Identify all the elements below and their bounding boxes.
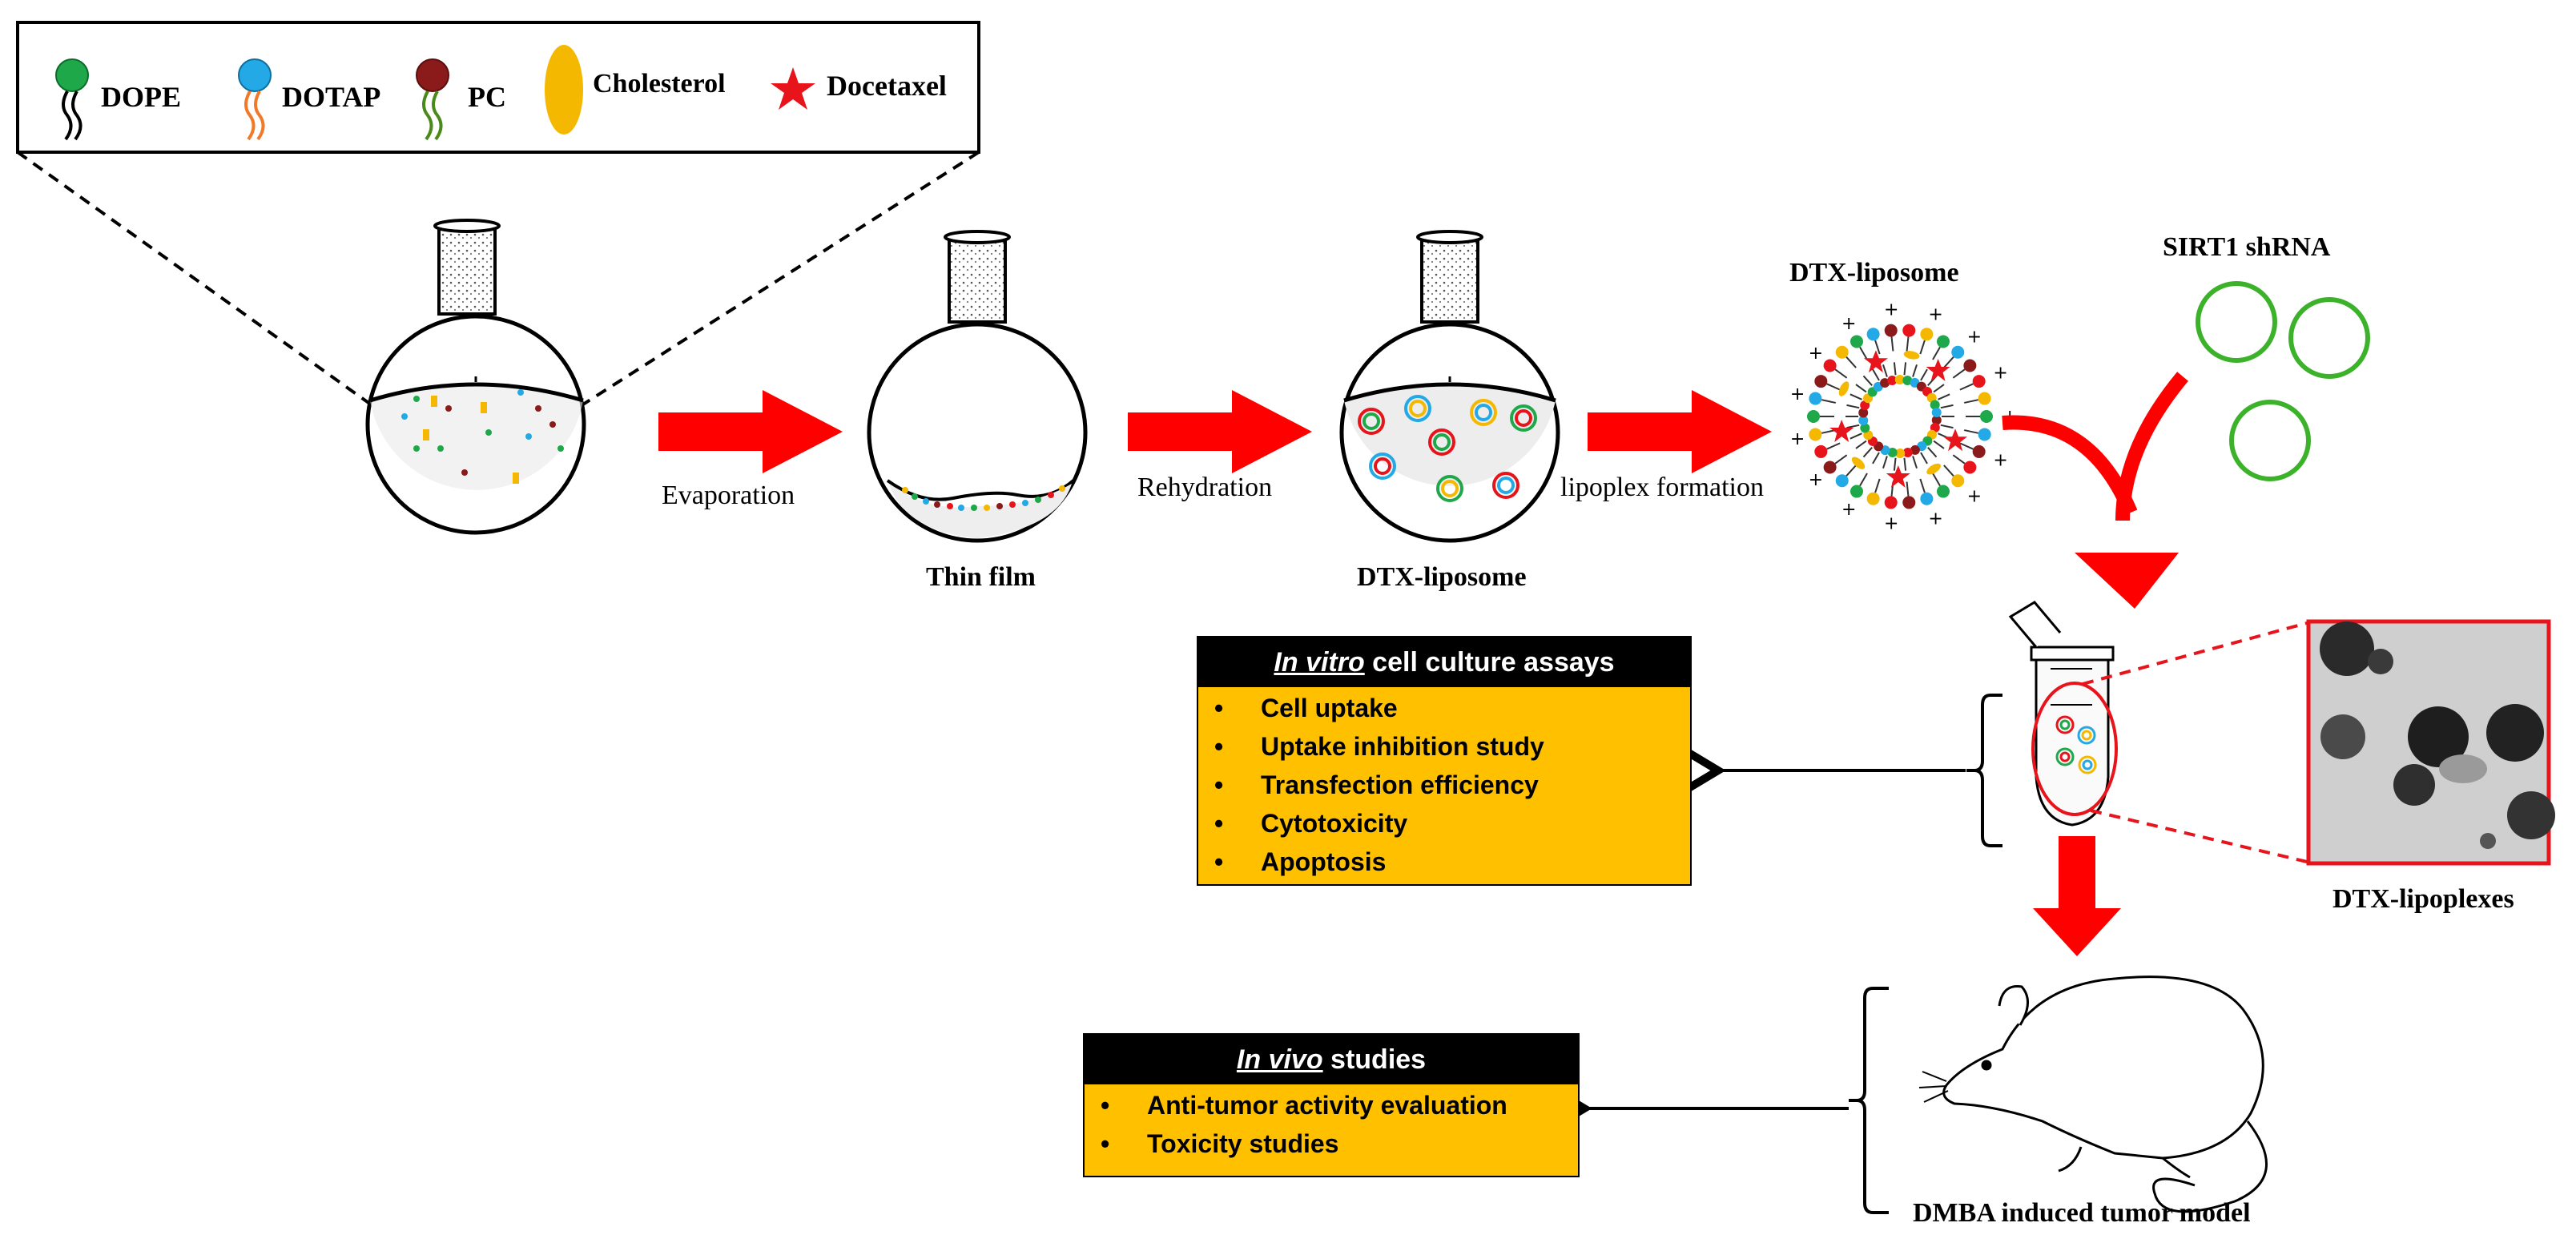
flask-lipid-solution <box>365 219 586 535</box>
mouse-illustration <box>1918 975 2268 1213</box>
svg-text:+: + <box>1967 327 1982 347</box>
in-vitro-title-italic: In vitro <box>1274 647 1365 678</box>
svg-text:+: + <box>1841 500 1856 520</box>
legend-label-dotap: DOTAP <box>282 81 381 113</box>
in-vitro-box: In vitro cell culture assays Cell uptake… <box>1197 636 1692 886</box>
thin-film-label: Thin film <box>926 562 1036 592</box>
in-vivo-title-rest: studies <box>1322 1044 1427 1075</box>
lipoplex-formation-arrow <box>1588 390 1772 473</box>
list-item: Transfection efficiency <box>1198 766 1690 804</box>
list-item: Uptake inhibition study <box>1198 727 1690 766</box>
list-item: Anti-tumor activity evaluation <box>1085 1086 1578 1124</box>
list-item: Cytotoxicity <box>1198 804 1690 843</box>
rehydration-label: Rehydration <box>1137 473 1273 502</box>
list-item: Apoptosis <box>1198 843 1690 881</box>
sirt1-shrna-plasmid-3 <box>2229 400 2311 481</box>
svg-text:+: + <box>1790 384 1805 404</box>
dtx-liposome-top-label: DTX-liposome <box>1789 258 1959 288</box>
in-vitro-brace <box>1966 694 2002 847</box>
svg-text:+: + <box>1993 451 2007 471</box>
dtx-lipoplexes-label: DTX-lipoplexes <box>2332 884 2514 914</box>
in-vivo-brace <box>1849 987 1889 1214</box>
dtx-liposome-flask-label: DTX-liposome <box>1357 562 1527 592</box>
evaporation-label: Evaporation <box>662 481 795 510</box>
docetaxel-star-icon <box>771 67 815 110</box>
zoom-line-top <box>2082 621 2308 686</box>
in-vivo-list: Anti-tumor activity evaluation Toxicity … <box>1085 1084 1578 1176</box>
dmba-tumor-model-label: DMBA induced tumor model <box>1913 1198 2251 1228</box>
legend-zoom-line-left <box>16 151 378 410</box>
in-vitro-title: In vitro cell culture assays <box>1198 638 1690 687</box>
legend-label-cholesterol: Cholesterol <box>593 69 726 99</box>
list-item: Cell uptake <box>1198 689 1690 727</box>
in-vivo-title-italic: In vivo <box>1236 1044 1323 1075</box>
list-item: Toxicity studies <box>1085 1124 1578 1163</box>
svg-text:+: + <box>1809 470 1823 490</box>
sirt1-shrna-label: SIRT1 shRNA <box>2163 232 2331 262</box>
sirt1-shrna-plasmid-1 <box>2196 281 2277 363</box>
legend-label-pc: PC <box>468 81 506 113</box>
svg-text:+: + <box>1809 344 1823 364</box>
liposome-to-tube-arrow <box>2002 415 2138 516</box>
dtx-liposome-schematic: +++++++++++++++ <box>1790 300 2018 534</box>
flask-thin-film <box>867 230 1088 543</box>
tube-to-mouse-arrow <box>2033 836 2121 956</box>
legend-zoom-line-right <box>575 151 980 410</box>
svg-text:+: + <box>1884 300 1898 320</box>
svg-text:+: + <box>1884 513 1898 533</box>
legend-label-docetaxel: Docetaxel <box>827 70 947 102</box>
rehydration-arrow <box>1128 390 1312 473</box>
in-vitro-list: Cell uptake Uptake inhibition study Tran… <box>1198 687 1690 884</box>
svg-text:+: + <box>1993 363 2007 383</box>
dope-lipid-icon <box>55 58 89 141</box>
sirt1-shrna-plasmid-2 <box>2288 297 2370 379</box>
evaporation-arrow <box>658 390 843 473</box>
merge-arrowhead <box>2075 553 2179 609</box>
in-vitro-title-rest: cell culture assays <box>1364 647 1615 678</box>
in-vivo-title: In vivo studies <box>1085 1035 1578 1084</box>
svg-text:+: + <box>1928 305 1942 325</box>
tem-micrograph <box>2306 619 2555 866</box>
lipoplex-formation-label: lipoplex formation <box>1560 473 1765 502</box>
legend-box <box>16 21 980 154</box>
svg-text:+: + <box>1967 487 1982 507</box>
eppendorf-tube <box>2008 601 2118 827</box>
pc-lipid-icon <box>416 58 449 141</box>
svg-text:+: + <box>1841 314 1856 334</box>
flask-dtx-liposome <box>1339 230 1560 543</box>
svg-text:+: + <box>1928 509 1942 529</box>
shrna-to-tube-arrow <box>2115 372 2188 521</box>
cholesterol-icon <box>545 45 583 135</box>
legend-label-dope: DOPE <box>101 81 182 113</box>
zoom-line-bottom <box>2090 809 2308 863</box>
dotap-lipid-icon <box>238 58 272 141</box>
in-vivo-box: In vivo studies Anti-tumor activity eval… <box>1083 1033 1580 1177</box>
svg-text:+: + <box>1790 429 1805 449</box>
